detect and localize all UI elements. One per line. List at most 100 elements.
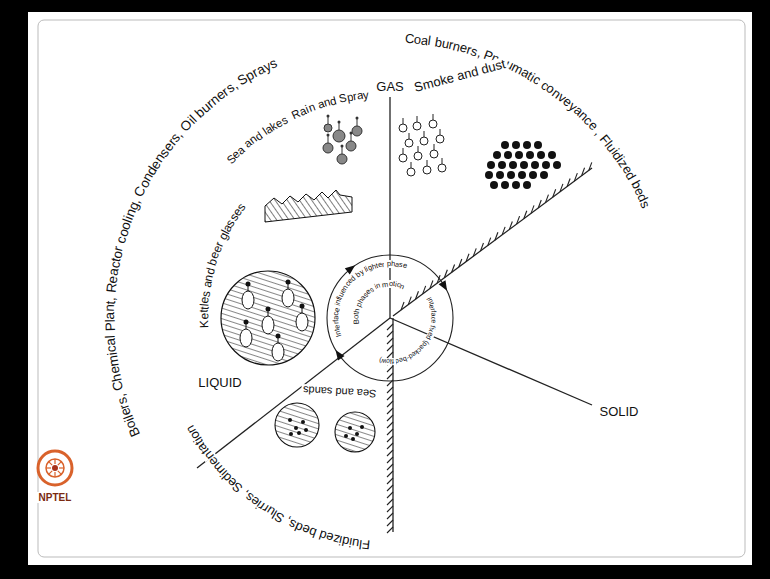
slurry-circle bbox=[335, 412, 375, 452]
arc-glyph: a bbox=[104, 337, 118, 346]
particle-tail bbox=[427, 160, 428, 166]
solid-particle bbox=[348, 426, 352, 430]
dust-particle bbox=[501, 181, 509, 189]
arc-glyph: y bbox=[363, 89, 370, 101]
logo-spoke bbox=[58, 471, 62, 475]
particle-tail bbox=[409, 133, 410, 139]
application-label: Sea and sands bbox=[301, 384, 379, 400]
hatch-tick bbox=[387, 338, 393, 344]
solid-particle bbox=[360, 425, 364, 429]
hatch-tick bbox=[415, 291, 418, 299]
hatch-tick bbox=[473, 248, 476, 256]
logo-spoke bbox=[58, 462, 62, 466]
gas-bubble bbox=[272, 343, 284, 361]
logo-spoke bbox=[59, 467, 64, 468]
dust-particle bbox=[490, 181, 498, 189]
arc-glyph: K bbox=[198, 320, 210, 328]
open-particle bbox=[423, 166, 431, 174]
slurry-circle bbox=[275, 403, 319, 447]
hatch-tick bbox=[387, 415, 393, 421]
hatch-tick bbox=[387, 331, 393, 337]
open-particle bbox=[399, 154, 407, 162]
circle-arrowhead bbox=[336, 350, 345, 360]
hatch-tick bbox=[452, 264, 455, 272]
open-particle bbox=[399, 124, 407, 132]
arc-glyph: F bbox=[362, 538, 371, 552]
dust-particle bbox=[540, 171, 548, 179]
hatch-tick bbox=[387, 380, 393, 386]
bubble-drop bbox=[276, 334, 281, 339]
arc-glyph: a bbox=[332, 316, 340, 320]
hatch-tick bbox=[387, 345, 393, 351]
bubble-tail bbox=[268, 311, 269, 316]
rain-drop bbox=[337, 154, 347, 164]
bubble-tail bbox=[246, 324, 247, 329]
axis-label: LIQUID bbox=[196, 376, 243, 390]
logo-center bbox=[52, 465, 58, 471]
open-particle bbox=[414, 152, 422, 160]
dust-particle bbox=[534, 141, 542, 149]
arc-glyph: l bbox=[104, 335, 118, 339]
drop-tail bbox=[351, 134, 352, 141]
hatch-tick bbox=[589, 162, 592, 170]
drop-tail-dot bbox=[327, 134, 330, 137]
hatch-tick bbox=[509, 221, 512, 229]
solid-particle bbox=[344, 434, 348, 438]
hatch-tick bbox=[524, 211, 527, 219]
repeated-strokes bbox=[46, 114, 592, 533]
dust-particle bbox=[507, 171, 515, 179]
hatch-tick bbox=[430, 281, 433, 289]
dust-particle bbox=[526, 151, 534, 159]
dust-particle bbox=[512, 141, 520, 149]
bubble-tail bbox=[288, 284, 289, 289]
solid-particle bbox=[304, 428, 308, 432]
rain-drop bbox=[324, 124, 332, 132]
open-particle bbox=[420, 137, 428, 145]
hatch-tick bbox=[408, 297, 411, 305]
hatch-tick bbox=[459, 259, 462, 267]
drop-tail bbox=[357, 119, 358, 126]
drop-tail bbox=[339, 123, 340, 130]
dust-particle bbox=[512, 181, 520, 189]
dust-particle bbox=[537, 151, 545, 159]
solid-particle bbox=[351, 437, 355, 441]
open-particle bbox=[413, 122, 421, 130]
particle-tail bbox=[424, 131, 425, 137]
gas-bubble bbox=[262, 316, 274, 334]
logo-ring bbox=[46, 459, 64, 477]
dust-particle bbox=[553, 161, 561, 169]
hatch-tick bbox=[387, 436, 393, 442]
hatch-tick bbox=[401, 302, 404, 310]
arc-glyph: e bbox=[402, 262, 408, 270]
logo-spoke bbox=[54, 459, 55, 464]
bubble-tail bbox=[278, 338, 279, 343]
particle-tail bbox=[433, 114, 434, 120]
hatch-tick bbox=[387, 429, 393, 435]
dust-particle bbox=[542, 161, 550, 169]
solid-particle bbox=[294, 426, 298, 430]
logo-spoke bbox=[46, 467, 51, 468]
application-label: Smoke and dust bbox=[411, 56, 509, 95]
hatch-tick bbox=[495, 232, 498, 240]
hatch-tick bbox=[387, 492, 393, 498]
axis-label: GAS bbox=[374, 80, 405, 94]
hatch-tick bbox=[553, 189, 556, 197]
bubble-drop bbox=[300, 304, 305, 309]
nptel-logo bbox=[38, 451, 72, 485]
hatch-tick bbox=[387, 450, 393, 456]
solid-axis bbox=[390, 318, 592, 405]
solid-particle bbox=[288, 418, 292, 422]
slide-ground bbox=[28, 12, 752, 565]
gas-bubble bbox=[296, 313, 308, 331]
hatch-tick bbox=[387, 401, 393, 407]
bubble-tail bbox=[302, 308, 303, 313]
hatch-tick bbox=[387, 464, 393, 470]
particle-tail bbox=[411, 162, 412, 168]
rain-drop bbox=[352, 126, 362, 136]
hatch-tick bbox=[387, 408, 393, 414]
rain-drop bbox=[333, 130, 345, 142]
hatch-tick bbox=[387, 478, 393, 484]
bubble-drop bbox=[286, 280, 291, 285]
